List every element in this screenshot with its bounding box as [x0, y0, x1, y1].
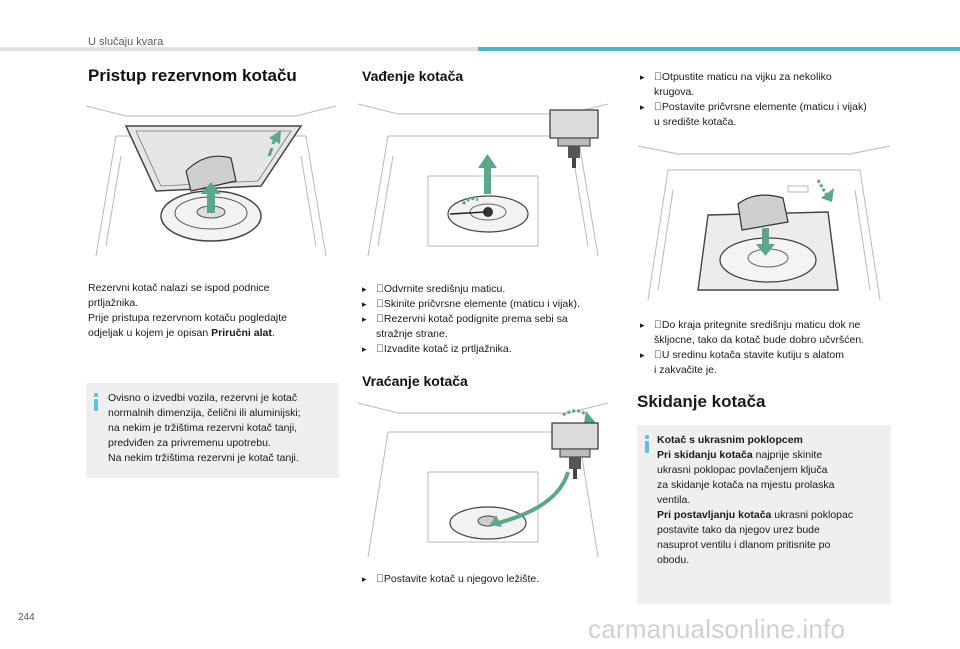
page-number: 244: [18, 612, 35, 623]
list-item: ▸Skinite pričvrsne elemente (maticu i vi…: [362, 298, 580, 310]
intro-paragraph: Rezervni kotač nalazi se ispod podnice p…: [88, 282, 288, 339]
list-item: ▸Izvadite kotač iz prtljažnika.: [362, 343, 512, 355]
watermark: carmanualsonline.info: [588, 614, 846, 644]
title-wheel-removal: Skidanje kotača: [637, 392, 766, 411]
remove-steps-list: ▸Odvrnite središnju maticu. ▸Skinite pri…: [362, 282, 612, 357]
title-return-wheel: Vraćanje kotača: [362, 373, 468, 389]
title-remove-wheel: Vađenje kotača: [362, 68, 464, 84]
list-item: ▸Do kraja pritegnite središnju maticu do…: [640, 319, 865, 346]
section-label: U slučaju kvara: [88, 36, 164, 48]
fasten-steps-list: ▸Do kraja pritegnite središnju maticu do…: [640, 318, 900, 378]
info-box-hub-cap: Kotač s ukrasnim poklopcem Pri skidanju …: [637, 425, 891, 604]
illustration-wheel-return: [358, 397, 608, 562]
header-rule: [0, 47, 960, 51]
list-item: ▸Postavite pričvrsne elemente (maticu i …: [640, 101, 867, 128]
return-steps-list: ▸Postavite kotač u njegovo ležište.: [362, 572, 612, 587]
list-item: ▸U sredinu kotača stavite kutiju s alato…: [640, 349, 844, 376]
title-spare-access: Pristup rezervnom kotaču: [88, 66, 297, 85]
info-icon: [645, 435, 649, 453]
info-box-spare-type: Ovisno o izvedbi vozila, rezervni je kot…: [86, 383, 339, 478]
illustration-toolbox-fit: [638, 140, 890, 305]
list-item: ▸Odvrnite središnju maticu.: [362, 283, 506, 295]
illustration-wheel-removal: [358, 96, 608, 266]
list-item: ▸Postavite kotač u njegovo ležište.: [362, 573, 540, 585]
info-icon: [94, 393, 98, 411]
illustration-trunk-floor-open: [86, 96, 336, 266]
